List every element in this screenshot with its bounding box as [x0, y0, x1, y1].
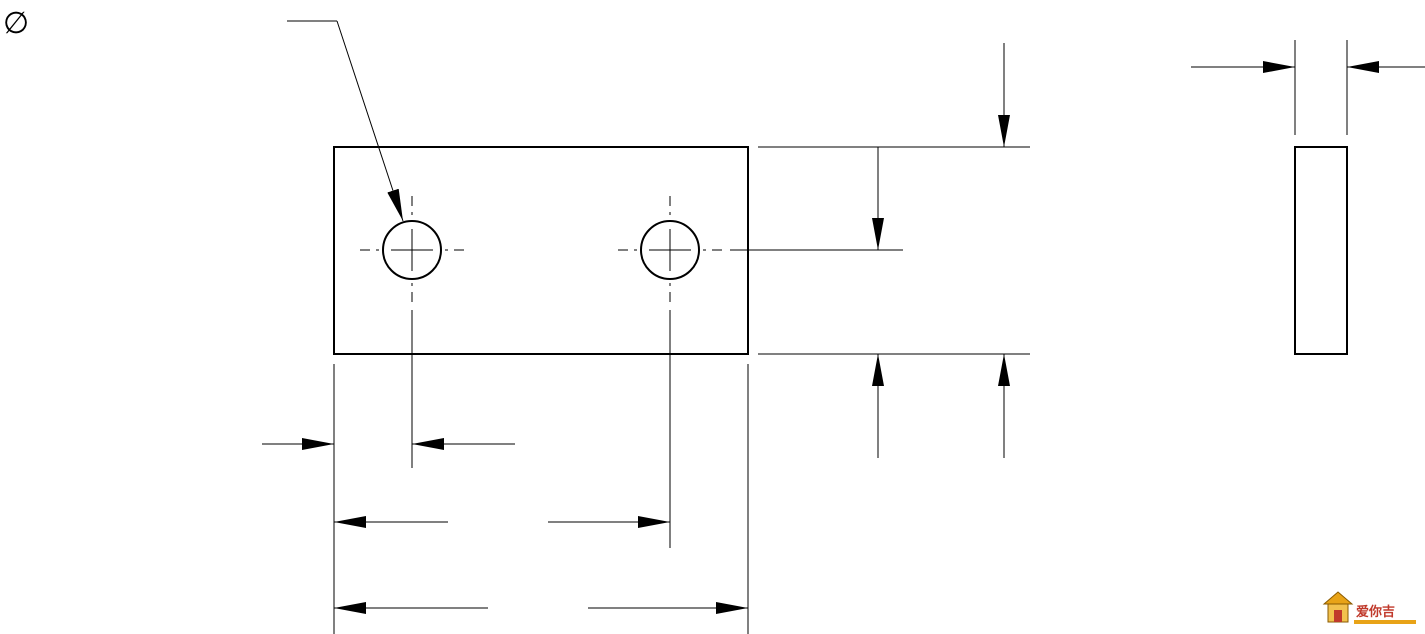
house-logo-icon [1322, 591, 1354, 623]
diameter-symbol: ∅ [3, 6, 29, 41]
front-view [333, 146, 749, 355]
watermark-logo: 爱你吉 [1322, 591, 1416, 624]
hole-left [360, 196, 464, 302]
extension-lines [333, 146, 1030, 634]
diameter-leader [287, 20, 404, 222]
watermark-text: 爱你吉 [1356, 604, 1395, 620]
side-outline [1294, 146, 1348, 355]
hole-right [618, 196, 722, 302]
side-view [1294, 40, 1348, 355]
